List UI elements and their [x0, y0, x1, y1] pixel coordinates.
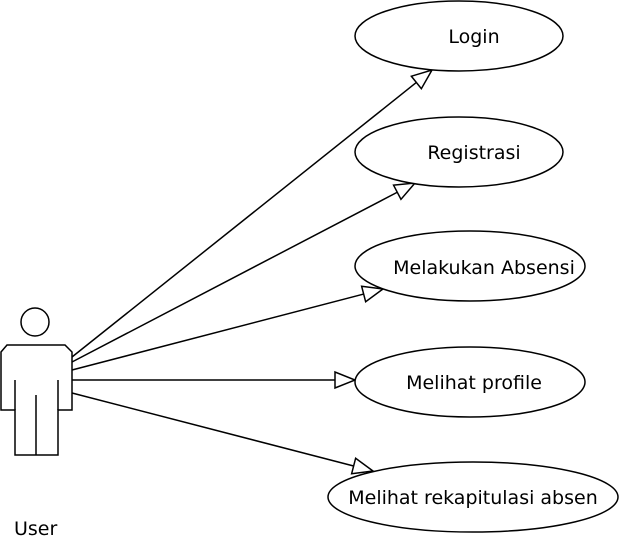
use-case-registrasi[interactable]: Registrasi: [354, 116, 564, 188]
arrowhead-melihat-rekapitulasi-absen: [350, 456, 375, 475]
use-case-label: Registrasi: [427, 142, 520, 164]
use-case-label: Melihat profile: [406, 372, 542, 394]
association-line-melakukan-absensi: [71, 293, 364, 371]
arrowhead-melihat-profile: [334, 370, 358, 390]
associations: [71, 68, 434, 475]
actor-user[interactable]: [0, 307, 73, 456]
use-case-ellipse: [327, 461, 619, 533]
use-case-ellipse: [354, 0, 564, 72]
association-line-melihat-rekapitulasi-absen: [71, 392, 354, 467]
actor-label: User: [14, 518, 57, 538]
use-case-label: Login: [448, 26, 499, 48]
use-case-login[interactable]: Login: [354, 0, 564, 72]
use-case-ellipse: [354, 346, 586, 418]
use-case-ellipse: [354, 230, 586, 302]
arrowhead-registrasi: [392, 182, 417, 201]
use-case-melihat-rekapitulasi-absen[interactable]: Melihat rekapitulasi absen: [327, 461, 619, 533]
association-line-login: [71, 81, 417, 358]
arrowhead-melakukan-absensi: [360, 285, 385, 304]
use-case-melakukan-absensi[interactable]: Melakukan Absensi: [354, 230, 586, 302]
arrowhead-login: [410, 68, 434, 91]
use-case-label: Melakukan Absensi: [393, 257, 575, 279]
use-case-label: Melihat rekapitulasi absen: [348, 487, 598, 509]
actor-head: [20, 307, 50, 337]
use-case-ellipse: [354, 116, 564, 188]
association-line-registrasi: [71, 191, 398, 363]
use-case-melihat-profile[interactable]: Melihat profile: [354, 346, 586, 418]
